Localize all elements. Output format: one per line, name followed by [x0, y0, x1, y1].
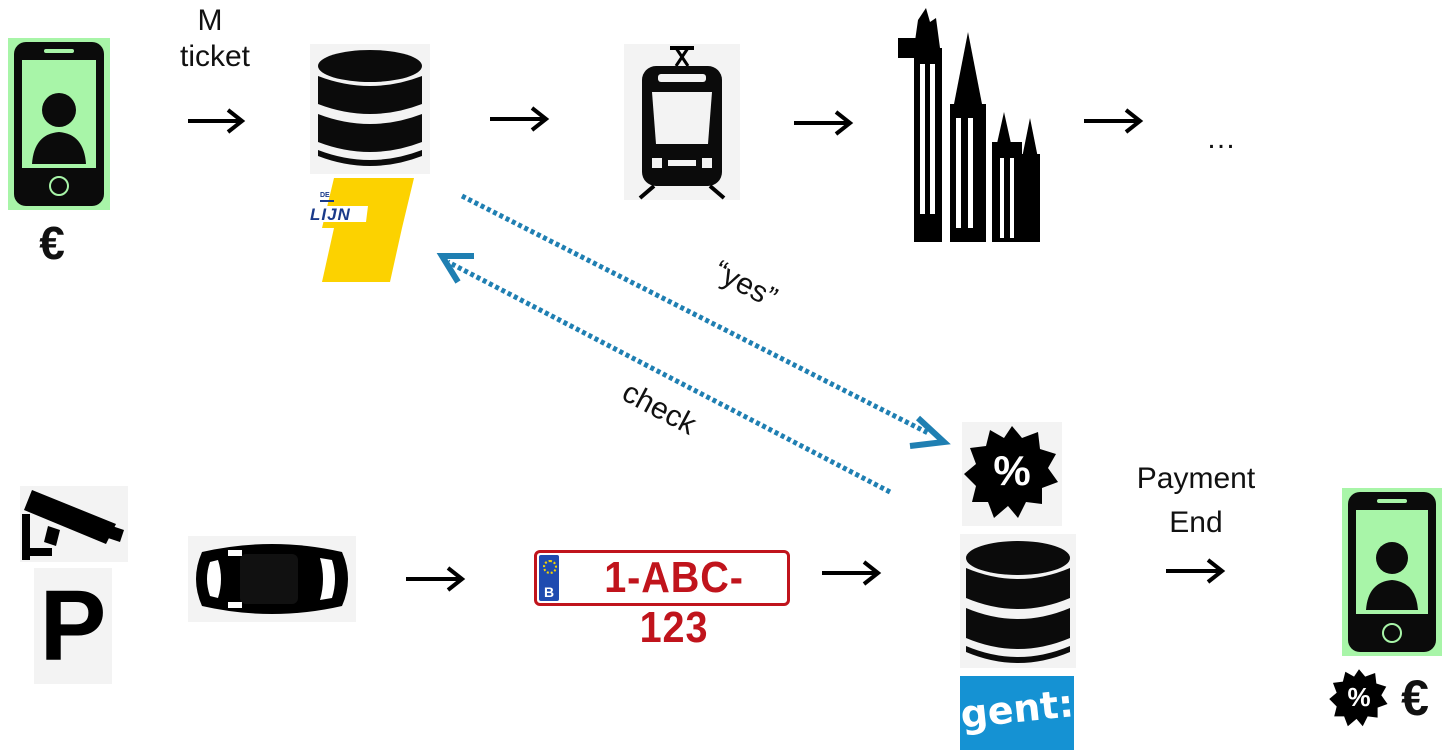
arrow-right-icon	[188, 108, 246, 134]
payment-end-label-line2: End	[1169, 506, 1223, 539]
discount-percent-text: %	[993, 447, 1031, 494]
de-lijn-logo-text: LIJN	[310, 205, 351, 224]
parking-letter: P	[39, 570, 107, 682]
yes-arrowhead	[909, 415, 951, 449]
phone-user-icon	[1342, 488, 1442, 656]
plate-number: 1-ABC-123	[604, 553, 744, 652]
yes-arrow-line	[460, 193, 932, 437]
check-arrow-line	[446, 259, 892, 495]
euro-symbol-top: €	[39, 217, 65, 269]
gent-logo-text: gent:	[958, 681, 1076, 737]
m-ticket-label-line1: M	[197, 4, 223, 37]
payment-end-label-line1: Payment	[1136, 462, 1256, 495]
database-icon	[960, 534, 1076, 668]
discount-percent-text-small: %	[1347, 682, 1371, 712]
check-arrowhead	[436, 253, 474, 284]
plate-eu-band: B	[539, 555, 559, 601]
arrow-right-icon	[794, 110, 854, 136]
camera-icon	[20, 486, 128, 562]
de-lijn-logo: DE LIJN	[306, 178, 418, 284]
arrow-right-icon	[1166, 558, 1226, 584]
euro-symbol-bottom: €	[1401, 670, 1429, 726]
tram-icon	[624, 44, 740, 200]
gent-logo: gent:	[958, 676, 1076, 750]
arrow-right-icon	[822, 560, 882, 586]
license-plate: B 1-ABC-123	[534, 550, 790, 652]
phone-user-icon	[8, 38, 110, 210]
arrow-right-icon	[1084, 108, 1144, 134]
discount-badge-icon: %	[962, 422, 1062, 526]
database-icon	[310, 44, 430, 174]
plate-country-code: B	[543, 584, 555, 600]
arrow-right-icon	[490, 106, 550, 132]
car-icon	[188, 536, 356, 622]
arrow-right-icon	[406, 566, 466, 592]
eu-stars-icon	[543, 560, 557, 574]
de-lijn-small-text: DE	[320, 192, 330, 199]
discount-badge-icon: %	[1328, 666, 1390, 732]
parking-sign: P	[34, 568, 112, 684]
m-ticket-label-line2: ticket	[179, 40, 251, 73]
ellipsis-label: …	[1206, 122, 1236, 155]
cathedral-icon	[896, 8, 1042, 242]
